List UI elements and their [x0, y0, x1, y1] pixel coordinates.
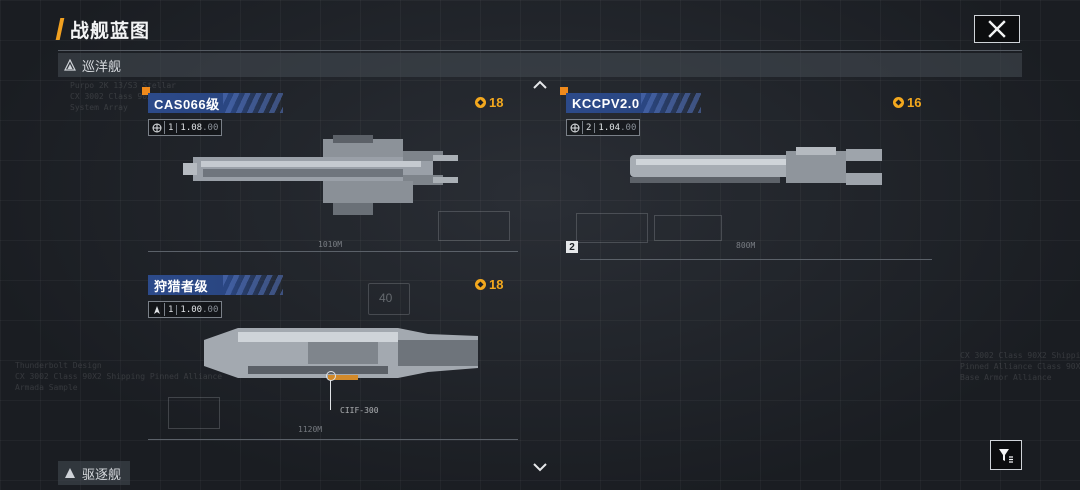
ship-name-plate: CAS066级: [148, 93, 283, 113]
blueprint-sketch: [654, 215, 722, 241]
ship-stat-box: 2 1.04.00: [566, 119, 641, 136]
ship-multiplier: 1.08: [180, 122, 203, 133]
ship-model-kccpv2: [630, 147, 882, 185]
ship-card-cas066[interactable]: CAS066级 18 1 1.08.00 1010M: [142, 87, 518, 253]
section-label: 巡洋舰: [82, 58, 122, 74]
close-button[interactable]: [974, 15, 1020, 43]
card-selection-marker: [142, 87, 150, 95]
tab-destroyer[interactable]: 驱逐舰: [58, 461, 130, 485]
ship-class-icon: [149, 303, 165, 316]
chevron-down-icon[interactable]: [532, 462, 548, 472]
ship-card-kccpv2[interactable]: KCCPV2.0 16 2 1.04.00 800M 2: [560, 87, 932, 260]
card-underline: [580, 259, 932, 260]
ship-name-plate: KCCPV2.0: [566, 93, 701, 113]
callout-label: CIIF-300: [340, 406, 379, 415]
filter-button[interactable]: [990, 440, 1022, 470]
ship-cost-value: 16: [907, 95, 922, 110]
resource-coin-icon: [893, 97, 904, 108]
resource-coin-icon: [475, 97, 486, 108]
ship-multiplier-decimal: .00: [202, 304, 219, 315]
sketch-number: 40: [379, 291, 393, 305]
ship-cost: 16: [892, 95, 921, 110]
tab-label: 驱逐舰: [82, 466, 122, 482]
callout-line: [330, 380, 331, 410]
ship-length-label: 800M: [736, 241, 756, 250]
ship-level: 1: [165, 122, 178, 133]
ship-model-hunter: [204, 328, 478, 380]
globe-icon: [567, 121, 583, 134]
close-x-icon: [988, 20, 1006, 38]
card-underline: [148, 439, 518, 440]
ship-name: 狩猎者级: [154, 278, 209, 294]
header-divider: [58, 50, 1022, 51]
ship-level: 2: [583, 122, 596, 133]
ship-cost: 18: [474, 95, 503, 110]
blueprint-sketch: [168, 397, 220, 429]
resource-coin-icon: [475, 279, 486, 290]
ship-multiplier: 1.00: [180, 304, 203, 315]
blueprint-sketch: 40: [368, 283, 410, 315]
page-title: 战舰蓝图: [70, 20, 151, 42]
ship-cost-value: 18: [489, 95, 504, 110]
chevron-up-icon[interactable]: [532, 80, 548, 90]
ship-cost-value: 18: [489, 277, 504, 292]
ship-stat-box: 1 1.00.00: [148, 301, 223, 318]
ship-multiplier: 1.04: [598, 122, 621, 133]
tier-badge: 2: [566, 241, 578, 253]
card-selection-marker: [560, 87, 568, 95]
card-underline: [148, 251, 518, 252]
ship-level: 1: [165, 304, 178, 315]
background-schematic-text: CX 3002 Class 90X2 Shipping Pinned Allia…: [960, 351, 1080, 382]
ship-cost: 18: [474, 277, 503, 292]
ship-name: KCCPV2.0: [572, 95, 640, 111]
filter-icon: [999, 449, 1013, 463]
triangle-up-icon: [65, 468, 75, 478]
globe-icon: [149, 121, 165, 134]
background-schematic-text: Purpo 2K 13/S3 Stellar CX 3002 Class 90X…: [70, 81, 176, 112]
ship-multiplier-decimal: .00: [620, 122, 637, 133]
blueprint-sketch: [438, 211, 510, 241]
page-header: 战舰蓝图: [55, 14, 151, 44]
ship-name: CAS066级: [154, 96, 220, 112]
section-header-cruiser[interactable]: 巡洋舰: [58, 53, 1022, 77]
ship-card-hunter[interactable]: 狩猎者级 18 1 1.00.00 40 CIIF-300 1120M: [148, 275, 518, 441]
blueprint-sketch: [576, 213, 648, 243]
ship-length-label: 1120M: [298, 425, 323, 434]
ship-model-cas066: [183, 135, 458, 215]
ship-stat-box: 1 1.08.00: [148, 119, 223, 136]
ship-name-plate: 狩猎者级: [148, 275, 283, 295]
ship-length-label: 1010M: [318, 240, 343, 249]
ship-multiplier-decimal: .00: [202, 122, 219, 133]
triangle-up-icon: [64, 59, 76, 71]
background-schematic-text: Thunderbolt Design CX 3002 Class 90X2 Sh…: [15, 361, 223, 392]
callout-marker: [326, 371, 336, 381]
